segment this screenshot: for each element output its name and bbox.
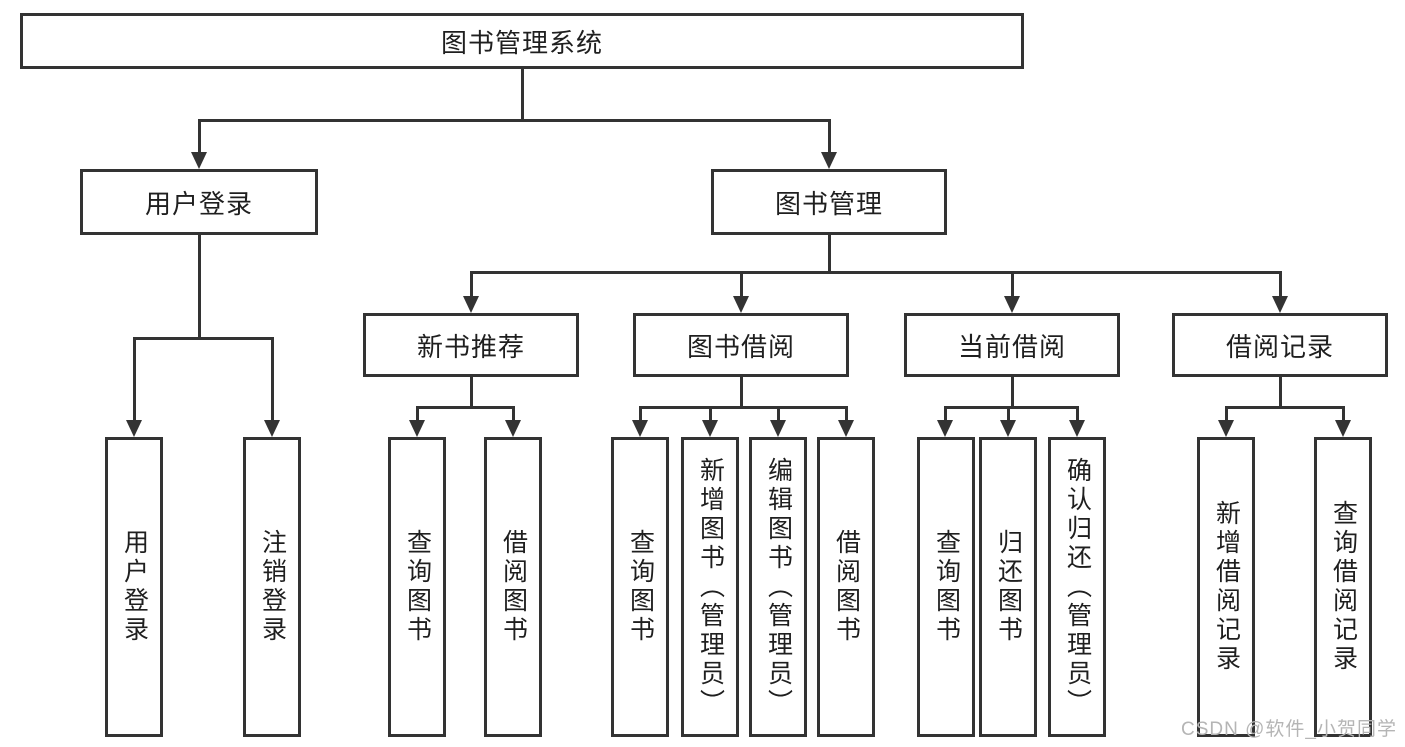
connector-line bbox=[708, 406, 712, 422]
node-label: 查询图书 bbox=[932, 529, 961, 645]
leaf-borrow-books-recommend: 借阅图书 bbox=[484, 437, 542, 737]
arrow-down-icon bbox=[821, 152, 837, 169]
arrow-down-icon bbox=[838, 420, 854, 437]
connector-line bbox=[197, 118, 831, 122]
connector-line bbox=[943, 406, 947, 422]
leaf-query-books-current: 查询图书 bbox=[917, 437, 975, 737]
node-label: 当前借阅 bbox=[957, 331, 1066, 362]
connector-line bbox=[469, 271, 473, 298]
connector-line bbox=[827, 119, 831, 153]
leaf-query-borrow-record: 查询借阅记录 bbox=[1314, 437, 1372, 737]
node-label: 查询图书 bbox=[403, 529, 432, 645]
connector-line bbox=[827, 235, 831, 272]
node-new-book-recommendation: 新书推荐 bbox=[363, 313, 579, 377]
node-label: 用户登录 bbox=[144, 188, 253, 219]
connector-line bbox=[520, 69, 524, 120]
connector-line bbox=[132, 337, 136, 421]
connector-line bbox=[270, 337, 274, 421]
node-label: 图书管理 bbox=[774, 188, 883, 219]
node-label: 新增图书（管理员） bbox=[696, 456, 725, 718]
node-label: 确认归还（管理员） bbox=[1063, 456, 1092, 718]
connector-line bbox=[415, 405, 515, 409]
node-label: 新书推荐 bbox=[416, 331, 525, 362]
node-label: 编辑图书（管理员） bbox=[764, 456, 793, 718]
node-label: 查询图书 bbox=[626, 529, 655, 645]
arrow-down-icon bbox=[1218, 420, 1234, 437]
node-user-login: 用户登录 bbox=[80, 169, 318, 235]
node-label: 借阅图书 bbox=[499, 529, 528, 645]
node-borrowing-records: 借阅记录 bbox=[1172, 313, 1388, 377]
leaf-return-books: 归还图书 bbox=[979, 437, 1037, 737]
connector-line bbox=[1006, 406, 1010, 422]
leaf-confirm-return-admin: 确认归还（管理员） bbox=[1048, 437, 1106, 737]
arrow-down-icon bbox=[126, 420, 142, 437]
leaf-add-borrow-record: 新增借阅记录 bbox=[1197, 437, 1255, 737]
arrow-down-icon bbox=[702, 420, 718, 437]
leaf-add-books-admin: 新增图书（管理员） bbox=[681, 437, 739, 737]
connector-line bbox=[1224, 405, 1345, 409]
leaf-query-books-borrowing: 查询图书 bbox=[611, 437, 669, 737]
arrow-down-icon bbox=[463, 296, 479, 313]
arrow-down-icon bbox=[937, 420, 953, 437]
connector-line bbox=[1278, 271, 1282, 298]
arrow-down-icon bbox=[264, 420, 280, 437]
arrow-down-icon bbox=[409, 420, 425, 437]
node-label: 查询借阅记录 bbox=[1329, 500, 1358, 674]
node-label: 归还图书 bbox=[994, 529, 1023, 645]
connector-line bbox=[1010, 271, 1014, 298]
connector-line bbox=[1341, 406, 1345, 422]
arrow-down-icon bbox=[1000, 420, 1016, 437]
arrow-down-icon bbox=[1069, 420, 1085, 437]
connector-line bbox=[844, 406, 848, 422]
leaf-query-books-recommend: 查询图书 bbox=[388, 437, 446, 737]
node-label: 借阅图书 bbox=[832, 529, 861, 645]
connector-line bbox=[1278, 377, 1282, 407]
connector-line bbox=[469, 377, 473, 407]
connector-line bbox=[469, 270, 1282, 274]
arrow-down-icon bbox=[770, 420, 786, 437]
arrow-down-icon bbox=[1272, 296, 1288, 313]
leaf-borrow-books-borrowing: 借阅图书 bbox=[817, 437, 875, 737]
node-current-borrowing: 当前借阅 bbox=[904, 313, 1120, 377]
node-label: 图书管理系统 bbox=[440, 27, 603, 58]
arrow-down-icon bbox=[505, 420, 521, 437]
arrow-down-icon bbox=[1004, 296, 1020, 313]
leaf-logout: 注销登录 bbox=[243, 437, 301, 737]
connector-line bbox=[943, 405, 1079, 409]
connector-line bbox=[1224, 406, 1228, 422]
connector-line bbox=[511, 406, 515, 422]
node-label: 注销登录 bbox=[258, 529, 287, 645]
connector-line bbox=[739, 377, 743, 407]
arrow-down-icon bbox=[632, 420, 648, 437]
leaf-user-login: 用户登录 bbox=[105, 437, 163, 737]
node-book-management: 图书管理 bbox=[711, 169, 947, 235]
connector-line bbox=[197, 235, 201, 338]
arrow-down-icon bbox=[1335, 420, 1351, 437]
connector-line bbox=[1075, 406, 1079, 422]
node-label: 图书借阅 bbox=[686, 331, 795, 362]
connector-line bbox=[638, 405, 848, 409]
connector-line bbox=[132, 336, 274, 340]
node-label: 用户登录 bbox=[120, 529, 149, 645]
node-label: 新增借阅记录 bbox=[1212, 500, 1241, 674]
node-library-management-system: 图书管理系统 bbox=[20, 13, 1024, 69]
node-book-borrowing: 图书借阅 bbox=[633, 313, 849, 377]
connector-line bbox=[415, 406, 419, 422]
connector-line bbox=[638, 406, 642, 422]
connector-line bbox=[739, 271, 743, 298]
watermark: CSDN @软件_小贺同学 bbox=[1181, 719, 1397, 740]
connector-line bbox=[1010, 377, 1014, 407]
arrow-down-icon bbox=[733, 296, 749, 313]
connector-line bbox=[197, 119, 201, 153]
arrow-down-icon bbox=[191, 152, 207, 169]
node-label: 借阅记录 bbox=[1225, 331, 1334, 362]
leaf-edit-books-admin: 编辑图书（管理员） bbox=[749, 437, 807, 737]
connector-line bbox=[776, 406, 780, 422]
